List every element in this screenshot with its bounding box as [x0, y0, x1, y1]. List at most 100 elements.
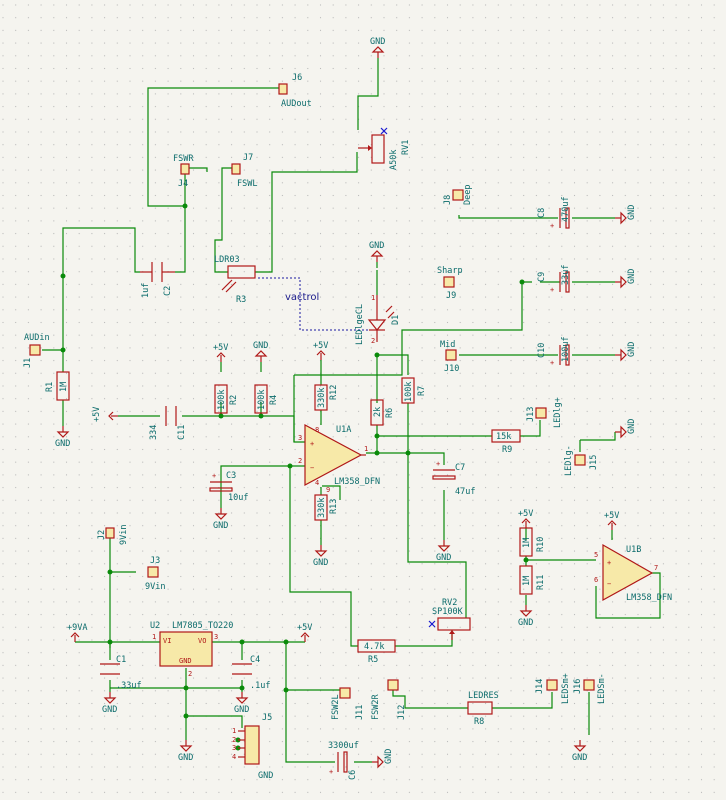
- r10-value: 1M: [522, 538, 532, 548]
- capacitor-c1[interactable]: C1 .33uf: [100, 655, 142, 691]
- j7-value: FSWL: [237, 179, 257, 189]
- gnd-label: GND: [384, 749, 394, 764]
- resistor-r8[interactable]: LEDRES R8: [467, 691, 499, 727]
- resistor-r4[interactable]: 100k R4: [254, 384, 279, 414]
- r4-value: 100k: [257, 390, 267, 410]
- gnd-symbol: GND: [369, 241, 384, 262]
- gnd-label: GND: [518, 618, 533, 628]
- opamp-u1a[interactable]: + − 3 2 1 8 4 9 U1A LM358_DFN: [298, 423, 380, 494]
- gnd-symbol: GND: [615, 419, 637, 439]
- connector-j10[interactable]: Mid J10: [440, 340, 459, 374]
- c8-value: 470uf: [561, 196, 571, 222]
- j15-value: LEDlg-: [564, 445, 574, 476]
- u1a-pin1: 1: [364, 445, 368, 453]
- u1b-pin7: 7: [654, 564, 658, 572]
- capacitor-c7[interactable]: + C7 47uf: [432, 460, 475, 497]
- c6-ref: C6: [348, 770, 358, 780]
- supply-symbol: +5V: [297, 623, 312, 642]
- resistor-r6[interactable]: 2k R6: [370, 399, 395, 426]
- connector-j1[interactable]: AUDin J1: [23, 333, 50, 368]
- connector-j8[interactable]: J8 Deep: [443, 185, 473, 205]
- j10-value: Mid: [440, 340, 455, 350]
- connector-j15[interactable]: LEDlg- J15: [564, 445, 599, 476]
- connector-j7[interactable]: J7 FSWL: [231, 153, 257, 189]
- gnd-label: GND: [627, 269, 637, 284]
- r2-value: 100k: [217, 390, 227, 410]
- gnd-label: GND: [313, 558, 328, 568]
- j12-ref: J12: [397, 705, 407, 720]
- connector-j9[interactable]: Sharp J9: [437, 266, 463, 301]
- connector-j4[interactable]: FSWR J4: [173, 154, 194, 189]
- u1a-minus: −: [310, 464, 314, 472]
- capacitor-c4[interactable]: C4 .1uf: [232, 655, 270, 691]
- c3-ref: C3: [226, 471, 236, 481]
- led-d1[interactable]: 1 2 LEDlgeCL D1: [355, 294, 401, 345]
- d1-ref: D1: [391, 315, 401, 325]
- connector-j13[interactable]: J13 LEDlg+: [526, 397, 563, 428]
- c2-ref: C2: [163, 286, 173, 296]
- capacitor-c9[interactable]: + C9 33uf: [537, 265, 571, 294]
- resistor-r11[interactable]: 1M R11: [519, 565, 546, 595]
- resistor-r5[interactable]: 4.7k R5: [357, 639, 396, 665]
- c9-plus: +: [550, 286, 554, 294]
- opamp-u1b[interactable]: + − 5 6 7 U1B LM358_DFN: [594, 543, 672, 603]
- resistor-r1[interactable]: 1M R1: [45, 371, 70, 401]
- r7-ref: R7: [417, 386, 427, 396]
- resistor-r2[interactable]: 100k R2: [214, 384, 239, 414]
- potentiometer-rv2[interactable]: RV2 SP100K: [428, 598, 471, 640]
- j10-ref: J10: [444, 364, 459, 374]
- supply-label: +5V: [92, 407, 102, 422]
- u1a-pin8: 8: [315, 426, 319, 434]
- r11-value: 1M: [522, 576, 532, 586]
- resistor-r7[interactable]: 100k R7: [401, 377, 427, 404]
- connector-j14[interactable]: J14 LEDSm+: [535, 673, 571, 704]
- c3-value: 10uf: [228, 493, 248, 503]
- connector-j3[interactable]: J3 9Vin: [145, 556, 165, 592]
- supply-label: +5V: [313, 341, 328, 351]
- rv1-ref: RV1: [401, 140, 411, 155]
- c6-plus: +: [329, 768, 333, 776]
- c8-ref: C8: [537, 208, 547, 218]
- connector-j11[interactable]: FSW2L J11: [331, 687, 365, 720]
- j12-value: FSW2R: [371, 694, 381, 720]
- potentiometer-rv1[interactable]: A50k RV1: [358, 127, 411, 170]
- gnd-label: GND: [369, 241, 384, 251]
- j5-pin1: 1: [232, 727, 236, 735]
- u1b-pin5: 5: [594, 551, 598, 559]
- j3-ref: J3: [150, 556, 160, 566]
- supply-symbol: +5V: [313, 341, 328, 360]
- gnd-label: GND: [627, 342, 637, 357]
- j4-value: FSWR: [173, 154, 194, 164]
- resistor-r9[interactable]: 15k R9: [491, 429, 521, 455]
- connector-j6[interactable]: J6 AUDout: [278, 73, 312, 109]
- u2-pin2: 2: [188, 670, 192, 678]
- connector-j12[interactable]: FSW2R J12: [371, 679, 407, 720]
- j7-ref: J7: [243, 153, 253, 163]
- connector-j16[interactable]: J16 LEDSm-: [573, 673, 607, 704]
- gnd-label: GND: [55, 439, 70, 449]
- capacitor-c3[interactable]: + C3 10uf: [209, 471, 248, 503]
- u1b-minus: −: [607, 580, 611, 588]
- capacitor-c8[interactable]: + C8 470uf: [537, 196, 571, 230]
- u2-pin1: 1: [152, 633, 156, 641]
- vactrol-link: [258, 277, 368, 331]
- supply-label: +5V: [213, 343, 228, 353]
- r5-ref: R5: [368, 655, 378, 665]
- c4-ref: C4: [250, 655, 260, 665]
- regulator-u2[interactable]: U2 LM7805_TO220 VI VO GND 1 3 2: [150, 621, 233, 678]
- connector-j5[interactable]: 1 2 3 4 J5 GND: [232, 713, 273, 781]
- resistor-r3-ldr[interactable]: LDR03 R3: [214, 255, 256, 305]
- connector-j2[interactable]: J2 9Vin: [97, 525, 129, 545]
- capacitor-c6[interactable]: + 3300uf C6: [328, 741, 359, 780]
- gnd-symbol: GND: [55, 426, 70, 449]
- capacitor-c11[interactable]: 334 C11: [149, 406, 187, 440]
- gnd-symbol: GND: [372, 749, 394, 769]
- capacitor-c10[interactable]: + C10 100uf: [537, 336, 571, 367]
- resistor-r12[interactable]: 330k R12: [314, 384, 339, 411]
- r12-ref: R12: [329, 385, 339, 400]
- resistor-r13[interactable]: 330k R13: [314, 494, 339, 521]
- r13-ref: R13: [329, 499, 339, 514]
- c9-value: 33uf: [561, 265, 571, 285]
- capacitor-c2[interactable]: 1uf C2: [140, 262, 175, 298]
